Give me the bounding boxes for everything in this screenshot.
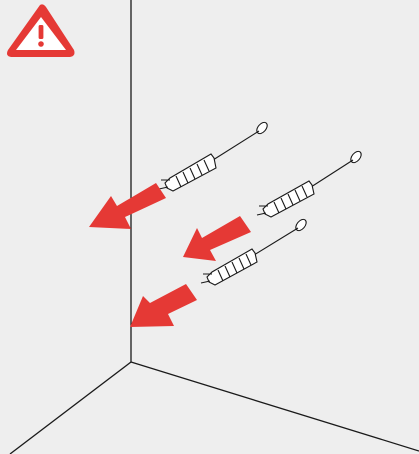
red-arrow-icon: [130, 284, 197, 327]
floor-left-edge: [9, 361, 132, 454]
red-arrow-icon: [89, 183, 166, 229]
wall-plug-screw-icon: [158, 121, 268, 192]
room-edges: [9, 0, 419, 454]
wall-plug-screw-icon: [256, 150, 362, 218]
wall-plug-screw-icon: [200, 218, 307, 286]
floor-right-edge: [130, 361, 419, 452]
red-arrow-icon: [183, 216, 251, 261]
warning-triangle-icon: [7, 4, 75, 58]
